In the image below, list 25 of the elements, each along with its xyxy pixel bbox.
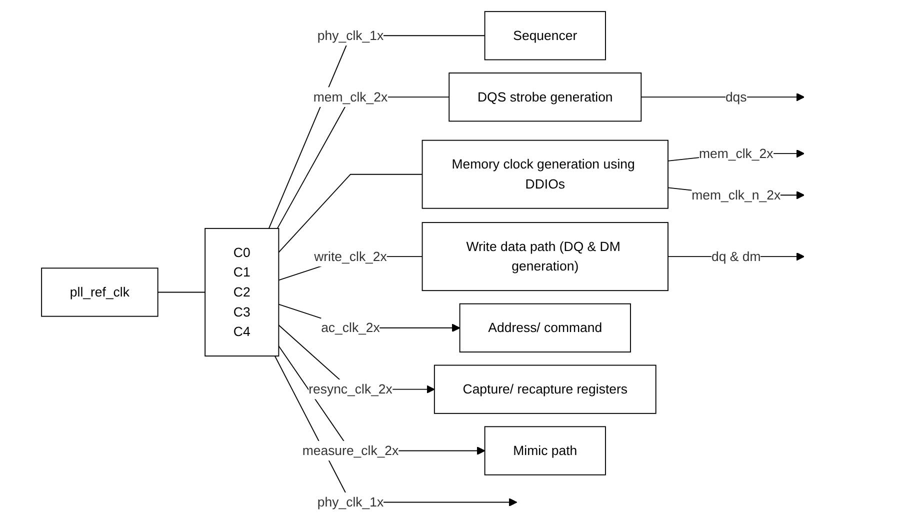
node-box: Capture/ recapture registers bbox=[434, 364, 656, 414]
node-box: Mimic path bbox=[484, 426, 606, 476]
connector bbox=[157, 292, 206, 293]
edge-label: measure_clk_2x bbox=[302, 442, 398, 458]
edge-label: mem_clk_2x bbox=[698, 146, 773, 161]
edge-label: dq & dm bbox=[711, 248, 760, 264]
node-box: C0 C1 C2 C3 C4 bbox=[204, 228, 279, 356]
edge-label: mem_clk_n_2x bbox=[691, 187, 780, 202]
node-box: Address/ command bbox=[459, 303, 631, 352]
edge-label: phy_clk_1x bbox=[317, 28, 384, 43]
edge-label: phy_clk_1x bbox=[317, 494, 384, 510]
node-box: Sequencer bbox=[484, 11, 606, 60]
node-box: Write data path (DQ & DM generation) bbox=[422, 222, 668, 292]
arrow bbox=[278, 346, 485, 455]
edge-label: write_clk_2x bbox=[314, 248, 387, 264]
connector bbox=[278, 174, 422, 253]
edge-label: resync_clk_2x bbox=[308, 381, 392, 396]
arrow bbox=[274, 356, 517, 506]
node-box: DQS strobe generation bbox=[448, 72, 642, 122]
edge-label: dqs bbox=[725, 89, 747, 104]
node-box: pll_ref_clk bbox=[40, 268, 158, 317]
node-box: Memory clock generation using DDIOs bbox=[422, 140, 668, 209]
edge-label: mem_clk_2x bbox=[313, 89, 388, 104]
arrow bbox=[640, 92, 804, 102]
edge-label: ac_clk_2x bbox=[320, 320, 380, 335]
